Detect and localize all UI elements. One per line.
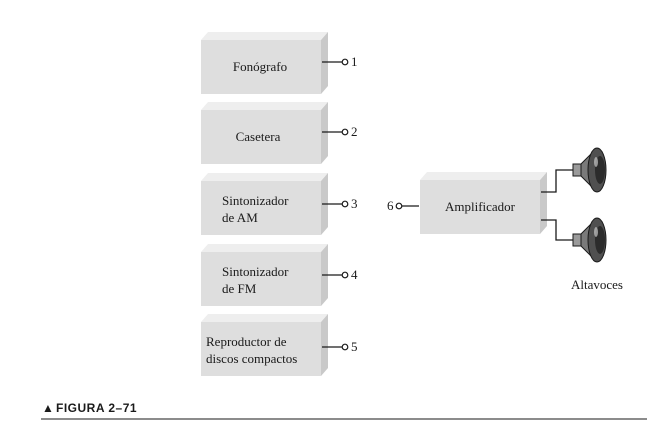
source-label-phonograph: Fonógrafo — [233, 59, 287, 74]
speaker-icon — [572, 217, 607, 263]
figure-caption: ▲ FIGURA 2–71 — [41, 401, 647, 420]
source-label-am-tuner-line2: de AM — [222, 210, 258, 225]
terminal-6 — [395, 202, 403, 210]
source-block-cassette: Casetera 2 — [201, 102, 358, 164]
terminal-number-6: 6 — [387, 198, 394, 213]
source-label-am-tuner-line1: Sintonizador — [222, 193, 289, 208]
terminal-number-5: 5 — [351, 339, 358, 354]
terminal-5 — [341, 343, 349, 351]
source-block-phonograph: Fonógrafo 1 — [201, 32, 358, 94]
caption-text: FIGURA 2–71 — [56, 401, 137, 415]
terminal-1 — [341, 58, 349, 66]
amplifier-label: Amplificador — [445, 199, 516, 214]
source-block-am-tuner: Sintonizador de AM 3 — [201, 173, 358, 235]
speakers-label: Altavoces — [571, 277, 623, 292]
terminal-2 — [341, 128, 349, 136]
source-label-cd-player-line2: discos compactos — [206, 351, 297, 366]
source-label-fm-tuner-line2: de FM — [222, 281, 257, 296]
source-label-cassette: Casetera — [236, 129, 281, 144]
source-label-cd-player-line1: Reproductor de — [206, 334, 287, 349]
terminal-4 — [341, 271, 349, 279]
terminal-number-1: 1 — [351, 54, 358, 69]
speaker-wiring — [541, 169, 573, 241]
terminal-number-2: 2 — [351, 124, 358, 139]
source-block-fm-tuner: Sintonizador de FM 4 — [201, 244, 358, 306]
terminal-3 — [341, 200, 349, 208]
speaker-icon — [572, 147, 607, 193]
amplifier-block: Amplificador 6 — [387, 172, 547, 234]
source-label-fm-tuner-line1: Sintonizador — [222, 264, 289, 279]
terminal-number-4: 4 — [351, 267, 358, 282]
caption-marker: ▲ — [42, 401, 54, 415]
source-block-cd-player: Reproductor de discos compactos 5 — [201, 314, 358, 376]
terminal-number-3: 3 — [351, 196, 358, 211]
